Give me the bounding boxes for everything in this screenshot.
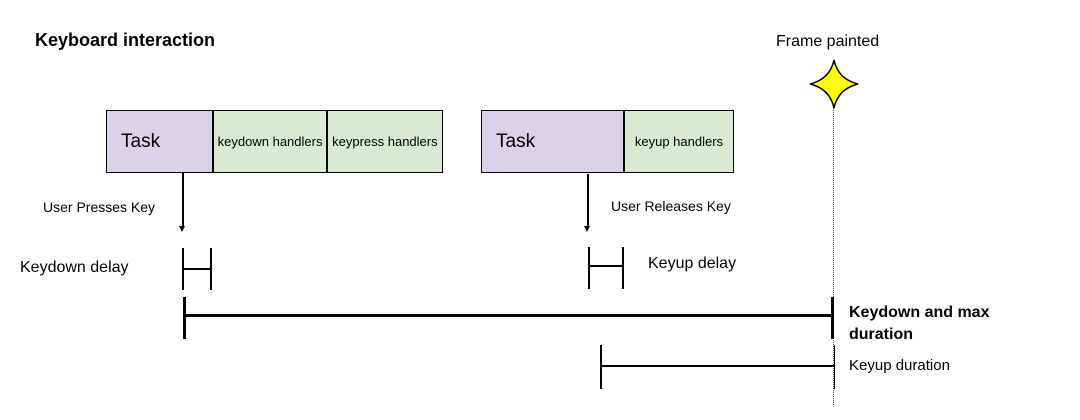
keyup-duration-line [600, 345, 835, 389]
key-press-arrowhead-icon [179, 226, 185, 232]
keyup-duration-end-tick [833, 345, 835, 389]
keydown-max-duration-label: Keydown and max duration [849, 304, 990, 343]
keydown-duration-start-tick [183, 297, 186, 339]
key-release-arrow-line [587, 174, 589, 226]
diagram-title: Keyboard interaction [35, 30, 216, 50]
key-press-arrow-line [182, 173, 184, 226]
user-releases-key-label: User Releases Key [611, 198, 731, 214]
keyup-duration-span [600, 365, 835, 367]
task-block: Task [107, 111, 213, 172]
frame-paint-guideline [833, 108, 834, 405]
keyup-delay-start-tick [588, 247, 590, 289]
keyup-duration-label: Keyup duration [849, 357, 950, 374]
keypress-handlers-block: keypress handlers [325, 111, 442, 172]
keydown-delay-start-tick [182, 248, 184, 290]
key-release-arrowhead-icon [584, 226, 590, 232]
keyup-task-row: Task keyup handlers [481, 110, 734, 173]
star-icon [809, 59, 859, 109]
user-presses-key-label: User Presses Key [43, 199, 156, 215]
task-block: Task [482, 111, 623, 172]
keydown-handlers-block: keydown handlers [212, 111, 326, 172]
frame-painted-label: Frame painted [776, 33, 880, 50]
keydown-duration-line [183, 297, 834, 339]
keyup-duration-start-tick [600, 345, 602, 389]
keyup-delay-span [589, 265, 622, 267]
keyup-delay-label: Keyup delay [648, 255, 737, 272]
keydown-delay-span [183, 268, 211, 270]
keydown-task-row: Task keydown handlers keypress handlers [106, 110, 443, 173]
keydown-duration-end-tick [831, 297, 834, 339]
keydown-delay-label: Keydown delay [20, 259, 129, 276]
keyup-delay-end-tick [622, 247, 624, 289]
keyup-handlers-block: keyup handlers [622, 111, 733, 172]
keydown-duration-span [183, 314, 834, 317]
